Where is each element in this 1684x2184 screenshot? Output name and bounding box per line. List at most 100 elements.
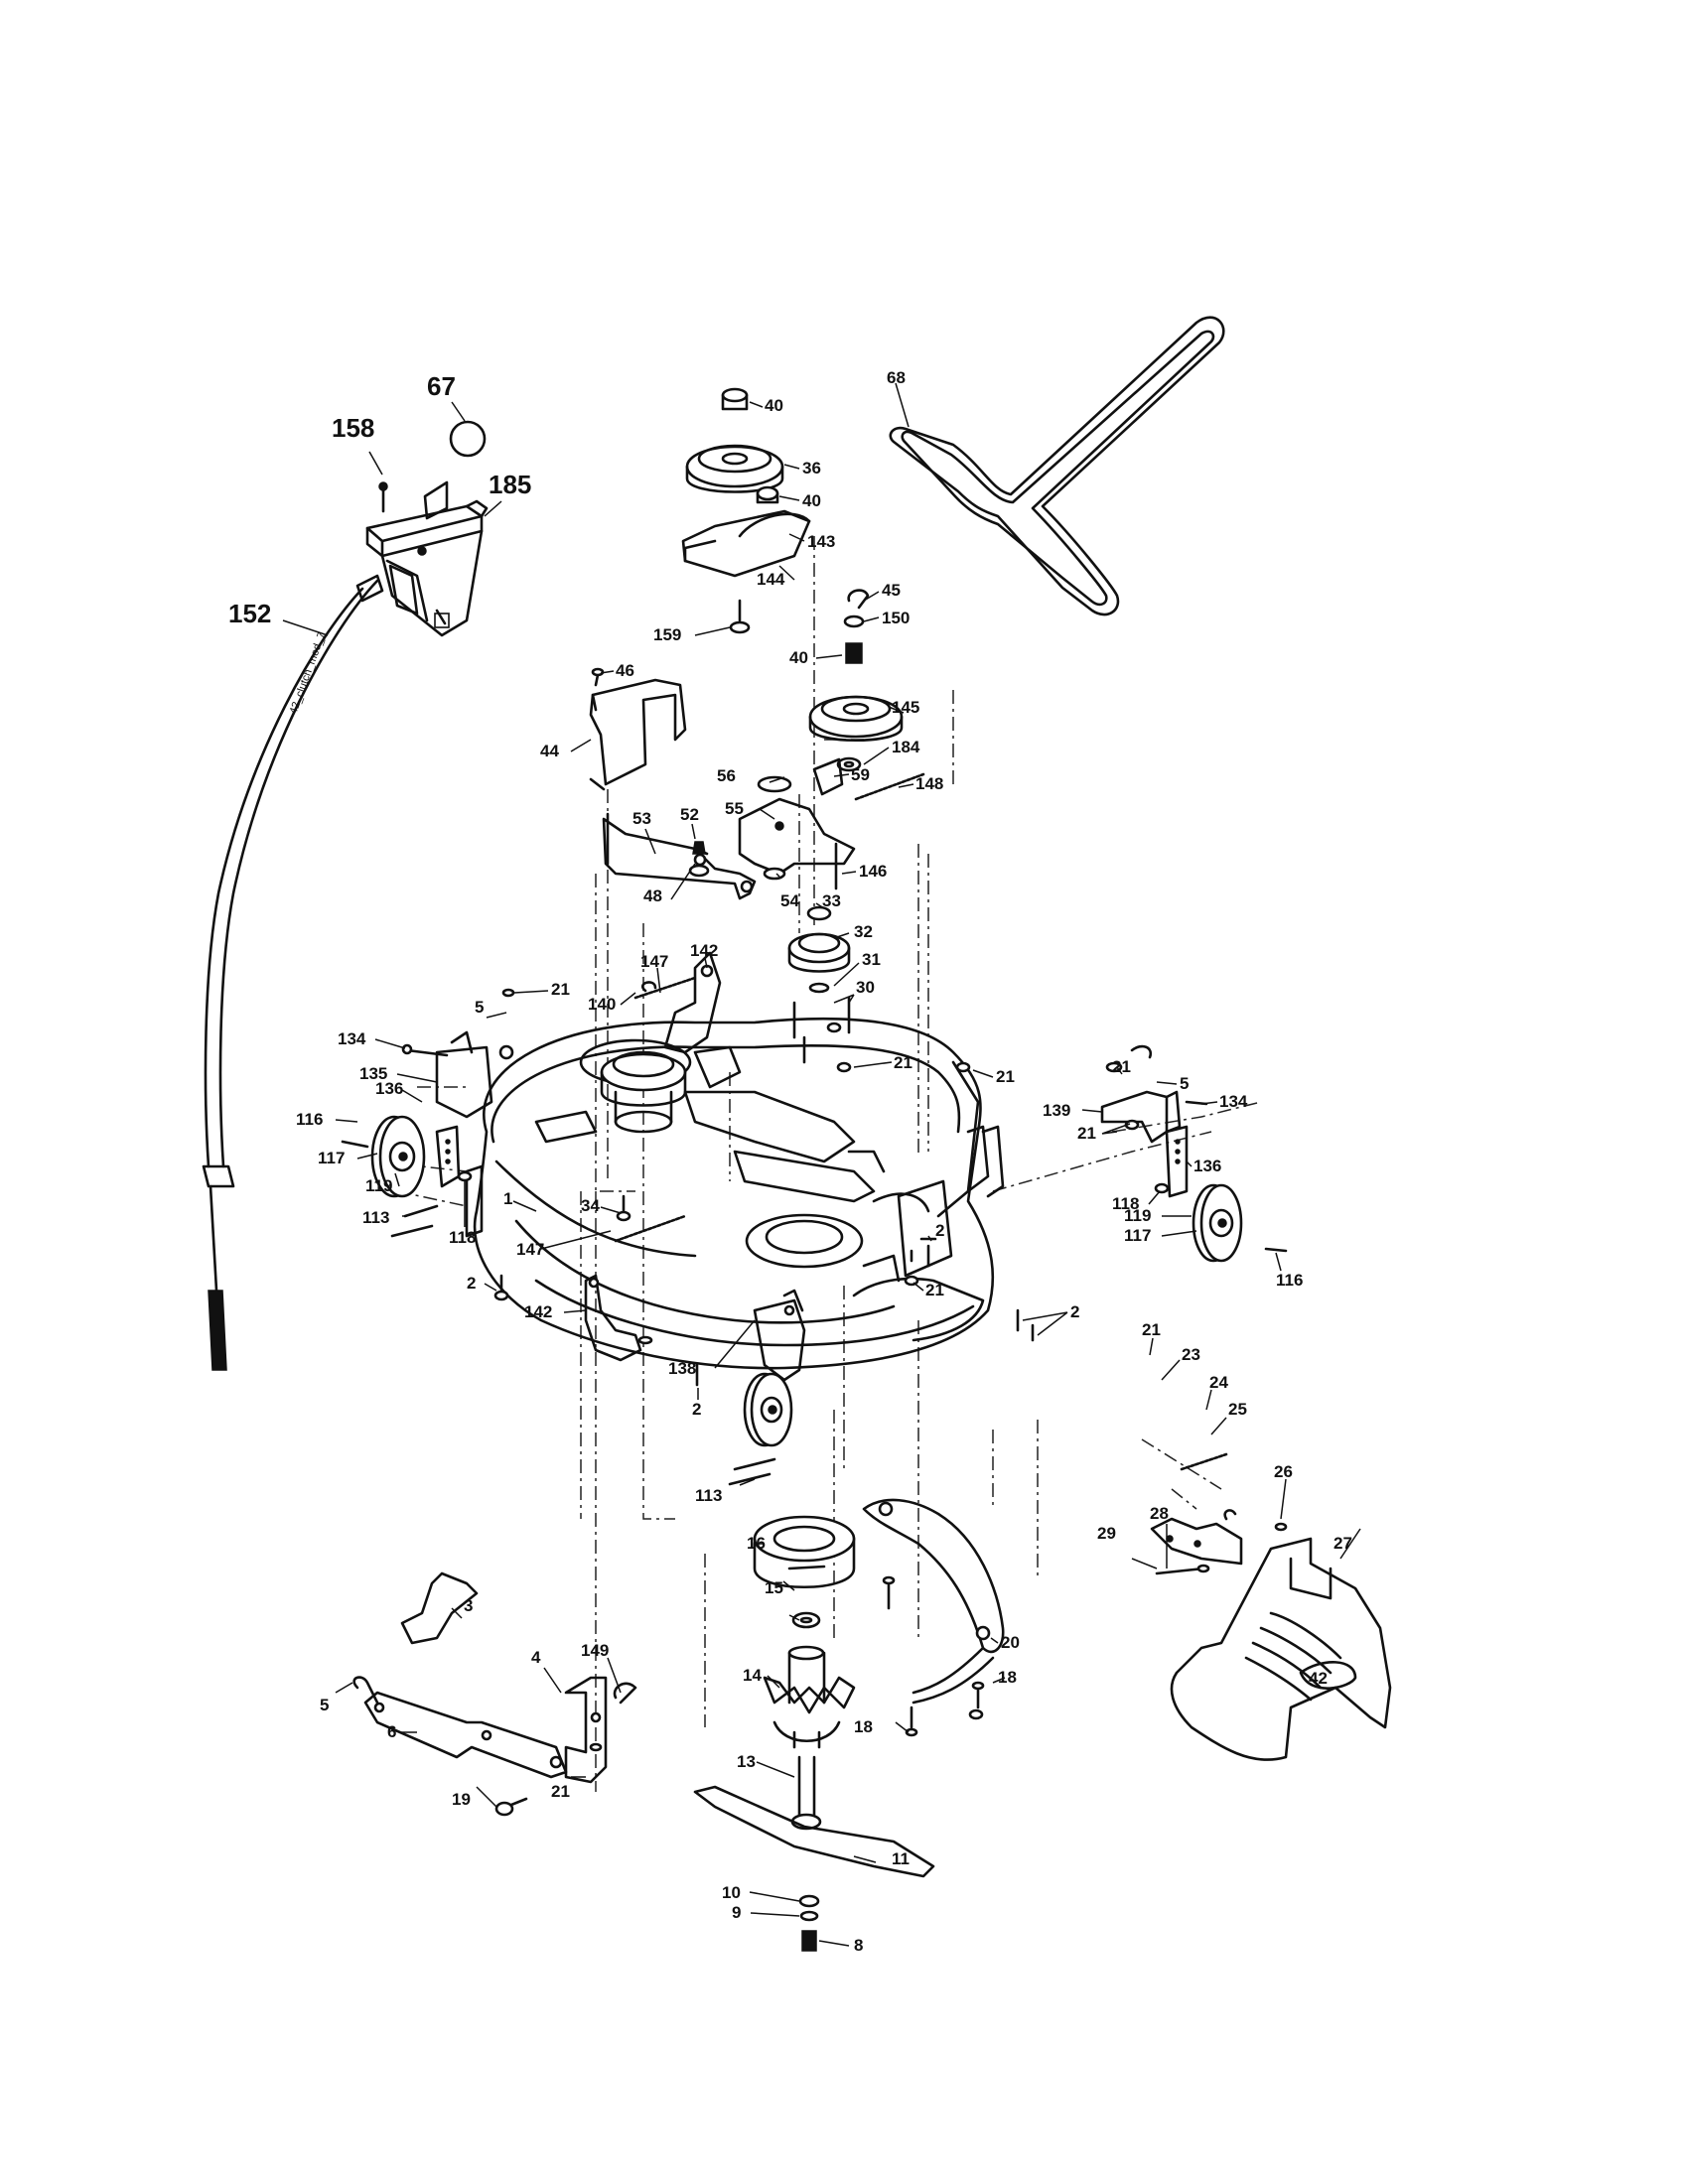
callout-32: 32 (854, 922, 873, 941)
callout-21e: 21 (1077, 1124, 1096, 1143)
front-wheel-138 (695, 1289, 806, 1486)
callout-9: 9 (732, 1903, 741, 1922)
callout-56: 56 (717, 766, 736, 785)
callout-140: 140 (588, 995, 616, 1014)
callout-135: 135 (359, 1064, 387, 1083)
deck-badge-text: 42 (1309, 1669, 1328, 1688)
callout-40a: 40 (765, 396, 783, 415)
spindle-assembly (693, 1515, 935, 1952)
callout-184: 184 (892, 738, 920, 756)
callout-21c: 21 (996, 1067, 1015, 1086)
callout-34: 34 (581, 1196, 600, 1215)
callout-116b: 116 (1276, 1271, 1303, 1290)
callout-16: 16 (747, 1534, 766, 1553)
callout-119b: 119 (1124, 1206, 1151, 1225)
right-gauge-wheel-assembly (981, 1044, 1288, 1263)
callout-2d: 2 (692, 1400, 701, 1419)
callout-158: 158 (332, 413, 374, 443)
callout-54: 54 (780, 891, 799, 910)
callout-18b: 18 (854, 1717, 873, 1736)
callout-67: 67 (427, 371, 456, 401)
callout-40c: 40 (789, 648, 808, 667)
callout-55: 55 (725, 799, 744, 818)
callout-2a: 2 (467, 1274, 476, 1293)
callout-117a: 117 (318, 1149, 345, 1167)
callout-148: 148 (915, 774, 943, 793)
callout-21b: 21 (894, 1053, 912, 1072)
callout-46: 46 (616, 661, 634, 680)
drive-belt-68 (889, 316, 1225, 616)
callout-36: 36 (802, 459, 821, 478)
callout-8: 8 (854, 1936, 863, 1955)
callout-5a: 5 (475, 998, 484, 1017)
callout-11: 11 (892, 1849, 910, 1868)
callout-118b: 118 (1112, 1194, 1139, 1213)
callout-40b: 40 (802, 491, 821, 510)
callout-117b: 117 (1124, 1226, 1151, 1245)
callout-33: 33 (822, 891, 841, 910)
callout-136a: 136 (375, 1079, 403, 1098)
callout-14: 14 (743, 1666, 762, 1685)
callout-185: 185 (489, 470, 531, 499)
callout-28: 28 (1150, 1504, 1169, 1523)
callout-147a: 147 (640, 952, 668, 971)
callout-144: 144 (757, 570, 785, 589)
baffle-20 (862, 1498, 1005, 1737)
callout-29: 29 (1097, 1524, 1116, 1543)
callout-45: 45 (882, 581, 901, 600)
callout-53: 53 (632, 809, 651, 828)
callout-150: 150 (882, 609, 910, 627)
callout-52: 52 (680, 805, 699, 824)
callout-147b: 147 (516, 1240, 544, 1259)
callout-labels: 67 158 185 152 40 36 40 143 144 159 45 1… (228, 368, 1352, 1955)
callout-4: 4 (531, 1648, 541, 1667)
callout-143: 143 (807, 532, 835, 551)
callout-21f: 21 (925, 1281, 944, 1299)
callout-13: 13 (737, 1752, 756, 1771)
callout-18a: 18 (998, 1668, 1017, 1687)
idler-arm-53 (602, 812, 757, 900)
callout-5c: 5 (320, 1696, 329, 1714)
callout-26: 26 (1274, 1462, 1293, 1481)
callout-6: 6 (387, 1722, 396, 1741)
callout-145: 145 (892, 698, 919, 717)
callout-113a: 113 (362, 1208, 389, 1227)
callout-142b: 142 (524, 1302, 552, 1321)
clutch-knob-67 (449, 420, 487, 458)
callout-139: 139 (1043, 1101, 1070, 1120)
idler-bracket-55 (738, 757, 925, 890)
callout-21g: 21 (1142, 1320, 1161, 1339)
callout-152: 152 (228, 599, 271, 628)
callout-118a: 118 (449, 1228, 476, 1247)
callout-138: 138 (668, 1359, 696, 1378)
callout-146: 146 (859, 862, 887, 881)
belt-guard-44 (589, 667, 687, 791)
callout-119a: 119 (365, 1176, 392, 1195)
callout-136b: 136 (1193, 1157, 1221, 1175)
callout-24: 24 (1209, 1373, 1228, 1392)
callout-149: 149 (581, 1641, 609, 1660)
callout-19: 19 (452, 1790, 471, 1809)
callout-1: 1 (503, 1189, 512, 1208)
alignment-lines (376, 536, 1262, 1792)
callout-2b: 2 (935, 1221, 944, 1240)
callout-2c: 2 (1070, 1302, 1079, 1321)
idler-pulley-stack (681, 387, 904, 772)
callout-134b: 134 (1219, 1092, 1248, 1111)
callout-134a: 134 (338, 1029, 366, 1048)
callout-30: 30 (856, 978, 875, 997)
callout-23: 23 (1182, 1345, 1200, 1364)
clutch-cable: 42_clutch_mod_7 (202, 574, 384, 1371)
callout-15: 15 (765, 1578, 783, 1597)
callout-159: 159 (653, 625, 681, 644)
callout-142a: 142 (690, 941, 718, 960)
cable-label: 42_clutch_mod_7 (288, 630, 329, 716)
clutch-handle (423, 480, 449, 520)
spindle-pulley-32 (787, 905, 851, 1064)
callout-21a: 21 (551, 980, 570, 999)
deck-housing-1 (465, 1017, 995, 1370)
callout-113b: 113 (695, 1486, 722, 1505)
callout-116a: 116 (296, 1110, 323, 1129)
callout-68: 68 (887, 368, 906, 387)
